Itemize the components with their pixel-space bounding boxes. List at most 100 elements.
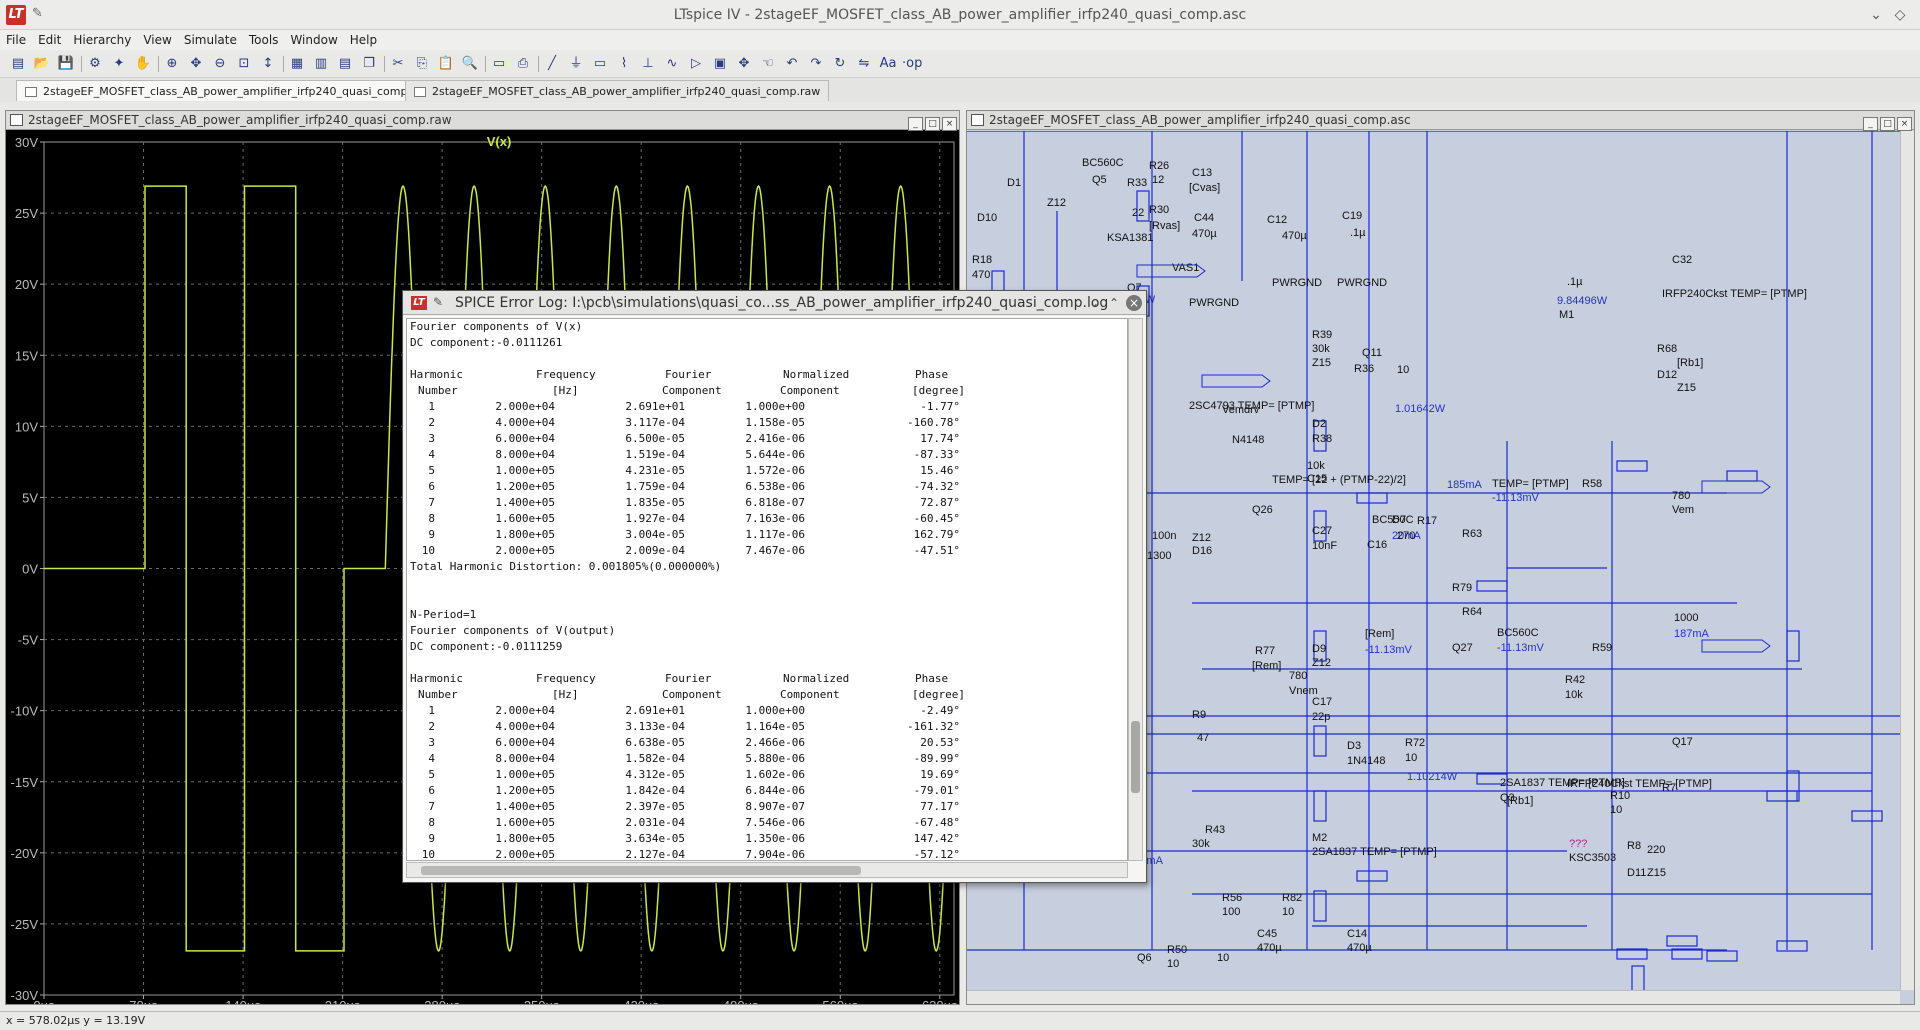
close-icon[interactable]: × <box>942 117 957 131</box>
schematic-label[interactable]: [Cvas] <box>1189 182 1220 194</box>
schematic-label[interactable]: 10k <box>1307 460 1325 472</box>
minimize-icon[interactable]: _ <box>908 117 923 131</box>
tab-schematic[interactable]: 2stageEF_MOSFET_class_AB_power_amplifier… <box>16 80 439 101</box>
vnem-flag[interactable] <box>1701 639 1771 653</box>
run-icon[interactable]: ✦ <box>113 56 125 71</box>
schematic-label[interactable]: R36 <box>1354 363 1374 375</box>
schematic-label[interactable]: TEMP= [22 + (PTMP-22)/2] <box>1272 474 1406 486</box>
schematic-label[interactable]: 10 <box>1405 752 1417 764</box>
schematic-label[interactable]: 1000 <box>1674 612 1698 624</box>
schematic-label[interactable]: [Rem] <box>1365 628 1394 640</box>
resistor-symbol[interactable] <box>1631 965 1645 990</box>
schematic-label[interactable]: M2 <box>1312 832 1327 844</box>
schematic-label[interactable]: C13 <box>1192 167 1212 179</box>
schematic-label[interactable]: R33 <box>1127 177 1147 189</box>
menu-hierarchy[interactable]: Hierarchy <box>73 33 132 47</box>
menu-help[interactable]: Help <box>349 33 378 47</box>
schematic-label[interactable]: PWRGND <box>1189 297 1239 309</box>
paste-icon[interactable]: 📋 <box>437 56 455 71</box>
schematic-label[interactable]: BC560C <box>1082 157 1124 169</box>
maximize-icon[interactable]: ◇ <box>1894 7 1906 23</box>
schematic-label[interactable]: 780 <box>1289 670 1307 682</box>
save-icon[interactable]: 💾 <box>57 56 75 71</box>
schematic-label[interactable]: 9.84496W <box>1557 295 1608 307</box>
app-icon[interactable]: LT <box>6 5 26 25</box>
schematic-label[interactable]: KSC3503 <box>1569 852 1616 864</box>
vemdrv-flag[interactable] <box>1201 374 1271 388</box>
schematic-label[interactable]: D10 <box>977 212 997 224</box>
chevron-down-icon[interactable]: ⌄ <box>1088 296 1100 310</box>
wire-icon[interactable]: ╱ <box>548 56 556 71</box>
schematic-label[interactable]: 187mA <box>1674 628 1710 640</box>
schematic-label[interactable]: 780 <box>1672 490 1690 502</box>
log-vertical-scrollbar[interactable] <box>1128 318 1143 861</box>
menu-tools[interactable]: Tools <box>248 33 279 47</box>
schematic-label[interactable]: 10 <box>1217 952 1229 964</box>
schematic-label[interactable]: VAS1 <box>1172 262 1199 274</box>
ground-icon[interactable]: ⏚ <box>569 56 583 71</box>
component-icon[interactable]: ▣ <box>713 56 727 71</box>
print-setup-icon[interactable]: ▭ <box>492 56 506 71</box>
schematic-label[interactable]: 185mA <box>1447 479 1483 491</box>
schematic-label[interactable]: 470µ <box>1192 228 1217 240</box>
autorange-icon[interactable]: ↕ <box>262 56 274 71</box>
schematic-label[interactable]: 1N4148 <box>1347 755 1386 767</box>
schematic-label[interactable]: 10 <box>1167 958 1179 970</box>
schematic-label[interactable]: -11.13mV <box>1497 642 1545 654</box>
resistor-symbol[interactable] <box>1476 773 1508 785</box>
schematic-label[interactable]: R39 <box>1312 329 1332 341</box>
schematic-label[interactable]: C14 <box>1347 928 1367 940</box>
resistor-symbol[interactable] <box>1616 948 1648 960</box>
schematic-label[interactable]: R59 <box>1592 642 1612 654</box>
schematic-label[interactable]: R64 <box>1462 606 1482 618</box>
schematic-label[interactable]: 100 <box>1222 906 1240 918</box>
schematic-label[interactable]: R82 <box>1282 892 1302 904</box>
schematic-label[interactable]: 10 <box>1397 364 1409 376</box>
schematic-label[interactable]: IRFP240Ckst TEMP= [PTMP] <box>1567 778 1712 790</box>
schematic-label[interactable]: 220 <box>1647 844 1665 856</box>
schematic-label[interactable]: R68 <box>1657 343 1677 355</box>
tile-vertical-icon[interactable]: ▤ <box>338 56 352 71</box>
resistor-symbol[interactable] <box>1476 580 1508 592</box>
find-icon[interactable]: 🔍 <box>461 56 479 71</box>
schematic-label[interactable]: Q11 <box>1362 347 1382 359</box>
schematic-label[interactable]: R10 <box>1610 790 1630 802</box>
schematic-label[interactable]: R58 <box>1582 478 1602 490</box>
resistor-symbol[interactable] <box>1356 870 1388 882</box>
menu-window[interactable]: Window <box>290 33 338 47</box>
schematic-label[interactable]: PWRGND <box>1337 277 1387 289</box>
schematic-label[interactable]: ??? <box>1569 838 1587 850</box>
move-icon[interactable]: ✥ <box>738 56 750 71</box>
schematic-label[interactable]: D11 <box>1627 867 1646 879</box>
new-schematic-icon[interactable]: ▤ <box>11 56 25 71</box>
schematic-label[interactable]: Q3 <box>1500 792 1515 804</box>
schematic-label[interactable]: 30k <box>1192 838 1210 850</box>
tile-horizontal-icon[interactable]: ▥ <box>314 56 328 71</box>
schematic-label[interactable]: [Rb1] <box>1507 795 1533 807</box>
resistor-symbol[interactable] <box>1726 470 1758 482</box>
schematic-label[interactable]: 30k <box>1312 343 1330 355</box>
schematic-label[interactable]: R43 <box>1205 824 1225 836</box>
close-icon[interactable]: × <box>1897 117 1912 131</box>
restore-icon[interactable]: □ <box>1880 117 1895 131</box>
schematic-label[interactable]: 470µ <box>1282 230 1307 242</box>
resistor-symbol[interactable] <box>1313 790 1327 822</box>
menu-file[interactable]: File <box>6 33 27 47</box>
schematic-label[interactable]: C27 <box>1312 525 1332 537</box>
schematic-label[interactable]: R63 <box>1462 528 1482 540</box>
schematic-label[interactable]: BC550C <box>1372 514 1414 526</box>
schematic-label[interactable]: [Rem] <box>1252 660 1281 672</box>
redo-icon[interactable]: ↷ <box>810 56 822 71</box>
resistor-icon[interactable]: ⌇ <box>620 56 628 71</box>
drag-icon[interactable]: ☜ <box>762 56 774 71</box>
schematic-label[interactable]: 470µ <box>1347 942 1372 954</box>
pin-icon[interactable]: ✎ <box>433 295 444 309</box>
rotate-icon[interactable]: ↻ <box>834 56 846 71</box>
schematic-label[interactable]: C19 <box>1342 210 1362 222</box>
schematic-label[interactable]: R56 <box>1222 892 1242 904</box>
schematic-label[interactable]: BC560C <box>1497 627 1539 639</box>
log-text-area[interactable]: Fourier components of V(x)DC component:-… <box>406 318 1128 861</box>
menu-view[interactable]: View <box>143 33 172 47</box>
schematic-label[interactable]: 1300 <box>1147 550 1171 562</box>
inductor-icon[interactable]: ∿ <box>666 56 678 71</box>
